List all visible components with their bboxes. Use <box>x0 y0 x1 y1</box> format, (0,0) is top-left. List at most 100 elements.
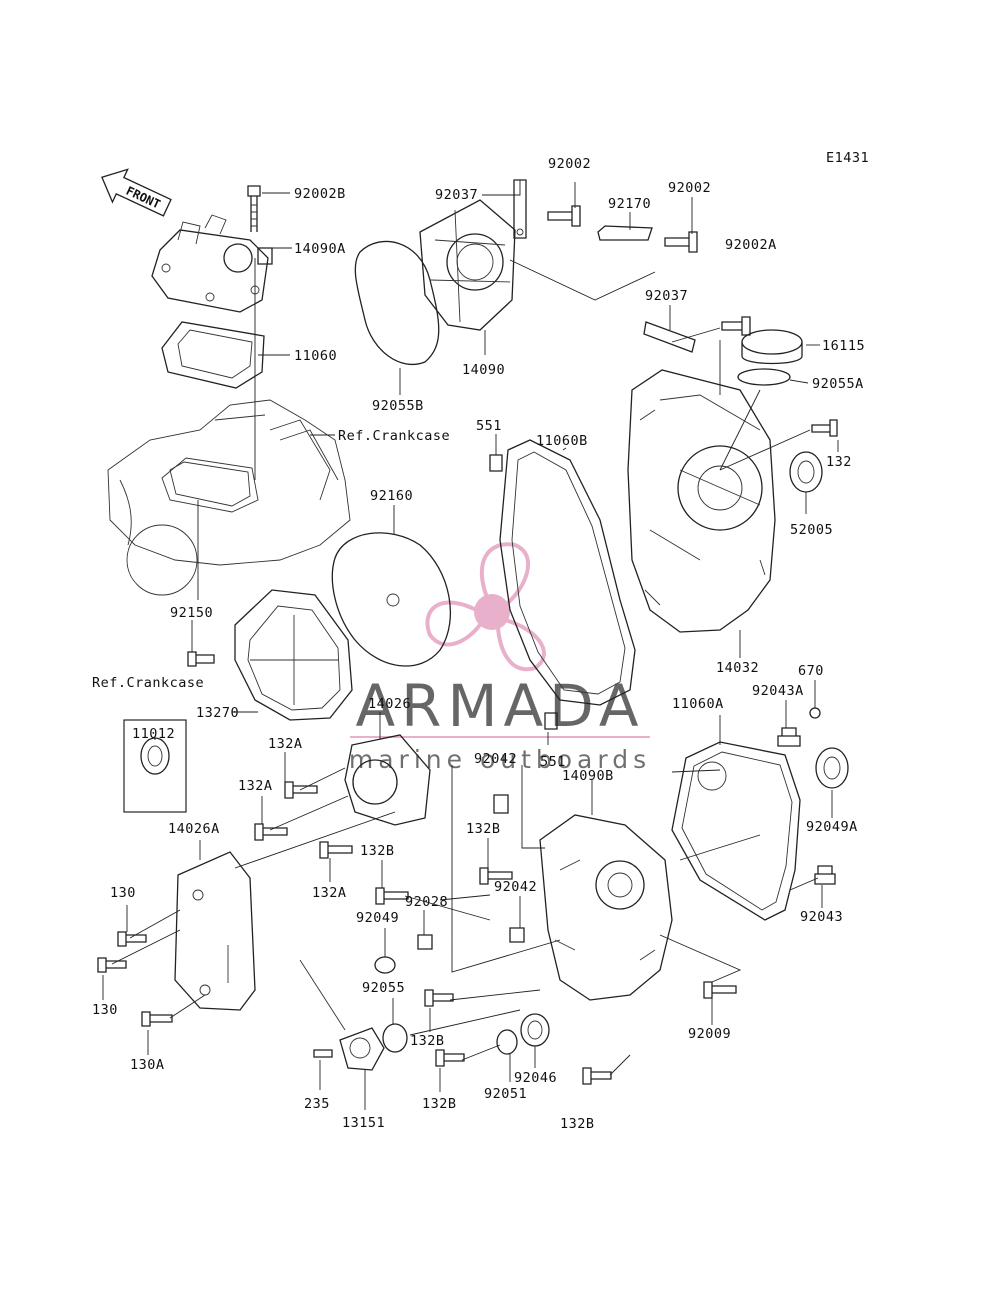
front-arrow: FRONT <box>101 168 172 217</box>
pin-92028 <box>417 934 433 950</box>
bearing-92051 <box>496 1029 518 1055</box>
label-132B-c: 132B <box>410 1033 445 1049</box>
label-11060B: 11060B <box>536 433 588 449</box>
dowel-92042-upper <box>493 794 509 814</box>
bolt-92002B <box>247 185 261 232</box>
cover-14032 <box>627 369 776 633</box>
label-ref-crankcase-top: Ref.Crankcase <box>338 428 450 444</box>
plate-92037-right <box>643 321 696 353</box>
label-92002B: 92002B <box>294 186 346 202</box>
label-92009: 92009 <box>688 1026 731 1042</box>
armada-watermark: ARMADA marine outboards <box>349 542 650 774</box>
housing-14026 <box>344 734 431 826</box>
label-14032: 14032 <box>716 660 759 676</box>
gasket-11060B <box>499 439 636 706</box>
bearing-92046 <box>520 1013 550 1047</box>
label-130-lower: 130 <box>92 1002 118 1018</box>
bolt-92150 <box>187 651 215 667</box>
bolt-130A <box>141 1011 173 1027</box>
dowel-551-lower <box>544 712 558 730</box>
bolt-132B-c <box>424 989 454 1007</box>
oil-seal-11012 <box>140 737 170 775</box>
bolt-92002-upper-b <box>664 231 698 253</box>
label-92049A: 92049A <box>806 819 858 835</box>
label-92170: 92170 <box>608 196 651 212</box>
label-132: 132 <box>826 454 852 470</box>
bolt-130-upper <box>117 931 147 947</box>
label-92037-right: 92037 <box>645 288 688 304</box>
label-92042-lower: 92042 <box>494 879 537 895</box>
armada-propeller-logo <box>425 542 546 672</box>
cover-13270 <box>234 589 353 721</box>
cover-14090A <box>151 214 273 313</box>
dowel-551-upper <box>489 454 503 472</box>
label-92046: 92046 <box>514 1070 557 1086</box>
bolt-132A-lower <box>319 841 353 859</box>
label-14026A: 14026A <box>168 821 220 837</box>
label-13270: 13270 <box>196 705 239 721</box>
bolt-92009 <box>703 981 737 999</box>
label-92160: 92160 <box>370 488 413 504</box>
label-11060: 11060 <box>294 348 337 364</box>
plate-92037-upper <box>513 179 527 239</box>
label-132A-middle: 132A <box>238 778 273 794</box>
label-92150: 92150 <box>170 605 213 621</box>
bolt-92043 <box>814 865 836 885</box>
dowel-92042-lower <box>509 927 525 943</box>
bolt-130-lower <box>97 957 127 973</box>
bolt-132B-e <box>582 1067 612 1085</box>
gasket-11060A <box>671 741 801 921</box>
label-14090A: 14090A <box>294 241 346 257</box>
bolt-132B-b <box>375 887 409 905</box>
gasket-92160 <box>331 532 452 667</box>
label-92043: 92043 <box>800 909 843 925</box>
cover-14026A <box>174 851 256 1011</box>
label-235: 235 <box>304 1096 330 1112</box>
oil-seal-52005 <box>789 451 823 493</box>
label-92037-upper: 92037 <box>435 187 478 203</box>
bolt-132 <box>811 419 838 437</box>
leader-lines <box>102 180 839 1110</box>
label-52005: 52005 <box>790 522 833 538</box>
diagram-code: E1431 <box>826 150 869 166</box>
label-132B-e: 132B <box>560 1116 595 1132</box>
label-551-upper: 551 <box>476 418 502 434</box>
label-14026: 14026 <box>368 696 411 712</box>
label-92002A: 92002A <box>725 237 777 253</box>
gasket-92055B <box>354 240 440 366</box>
label-92051: 92051 <box>484 1086 527 1102</box>
crankcase-reference <box>107 399 351 596</box>
label-92002-upper-b: 92002 <box>668 180 711 196</box>
label-92043A: 92043A <box>752 683 804 699</box>
label-132A-lower: 132A <box>312 885 347 901</box>
part-labels: 92002B 14090A 11060 Ref.Crankcase 92037 … <box>92 156 865 1132</box>
label-92002-upper-a: 92002 <box>548 156 591 172</box>
label-92042-upper: 92042 <box>474 751 517 767</box>
o-ring-92055A <box>737 368 791 386</box>
breather-13151 <box>299 959 385 1071</box>
oil-seal-92049 <box>374 956 396 974</box>
o-ring-670 <box>809 707 821 719</box>
bolt-92043A <box>777 727 801 747</box>
bolt-92002-upper-a <box>547 205 581 227</box>
label-14090B: 14090B <box>562 768 614 784</box>
label-92049: 92049 <box>356 910 399 926</box>
label-132B-a: 132B <box>466 821 501 837</box>
bolt-235 <box>313 1049 333 1058</box>
cover-14090 <box>419 199 516 331</box>
label-132A-upper: 132A <box>268 736 303 752</box>
label-11012: 11012 <box>132 726 175 742</box>
cover-14090B <box>539 814 673 1001</box>
label-551-lower: 551 <box>540 754 566 770</box>
cap-16115 <box>741 329 803 365</box>
label-92055B: 92055B <box>372 398 424 414</box>
ref-box-11012 <box>123 719 187 813</box>
label-92028: 92028 <box>405 894 448 910</box>
label-670: 670 <box>798 663 824 679</box>
label-132B-b: 132B <box>360 843 395 859</box>
label-130A: 130A <box>130 1057 165 1073</box>
label-13151: 13151 <box>342 1115 385 1131</box>
armada-logo-hub <box>474 594 510 630</box>
label-92055: 92055 <box>362 980 405 996</box>
